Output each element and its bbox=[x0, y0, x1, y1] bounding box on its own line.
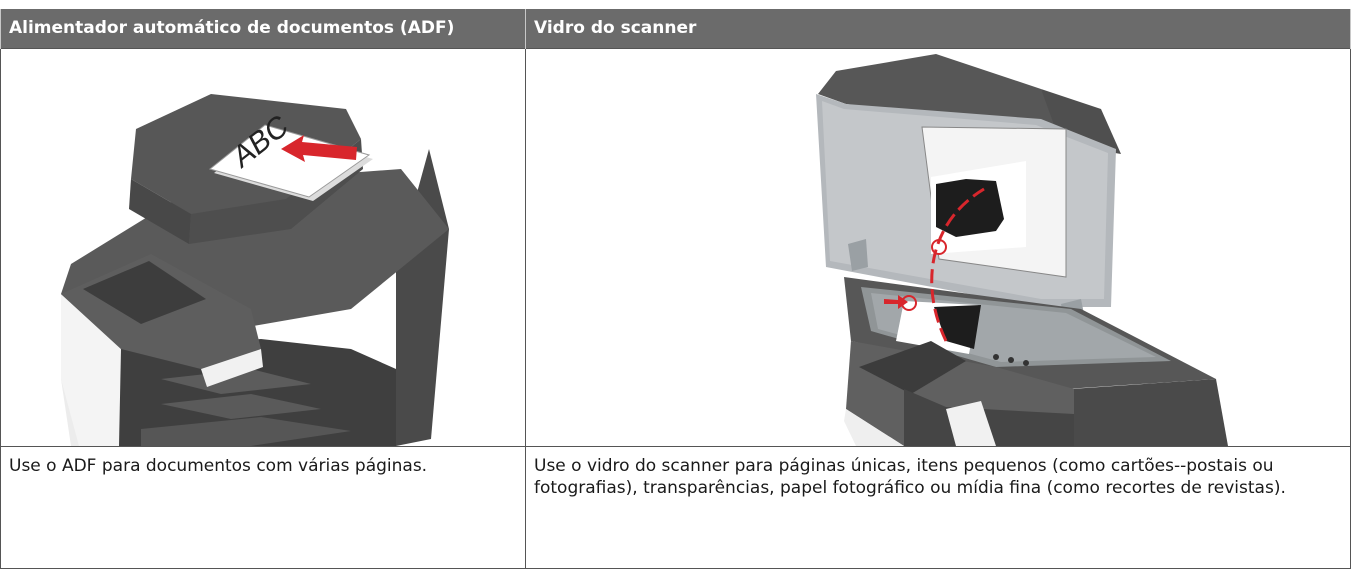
scanner-glass-illustration bbox=[816, 53, 1228, 446]
header-row: Alimentador automático de documentos (AD… bbox=[0, 9, 1351, 48]
scanner-glass-description: Use o vidro do scanner para páginas únic… bbox=[525, 445, 1351, 569]
description-row: Use o ADF para documentos com várias pág… bbox=[0, 445, 1351, 569]
comparison-table: Alimentador automático de documentos (AD… bbox=[0, 9, 1351, 569]
header-scanner-glass: Vidro do scanner bbox=[525, 9, 1351, 48]
placement-arc bbox=[930, 187, 985, 342]
header-adf: Alimentador automático de documentos (AD… bbox=[0, 9, 526, 48]
corner-circle-lid-icon bbox=[931, 238, 947, 255]
adf-printer-illustration: ABC bbox=[61, 93, 449, 446]
corner-arrow-icon bbox=[884, 294, 908, 309]
image-row: ABC bbox=[0, 47, 1351, 447]
insert-arrow-icon bbox=[281, 134, 357, 162]
adf-image-cell: ABC bbox=[0, 47, 526, 447]
adf-description: Use o ADF para documentos com várias pág… bbox=[0, 445, 526, 569]
scanner-image-cell bbox=[525, 47, 1351, 447]
